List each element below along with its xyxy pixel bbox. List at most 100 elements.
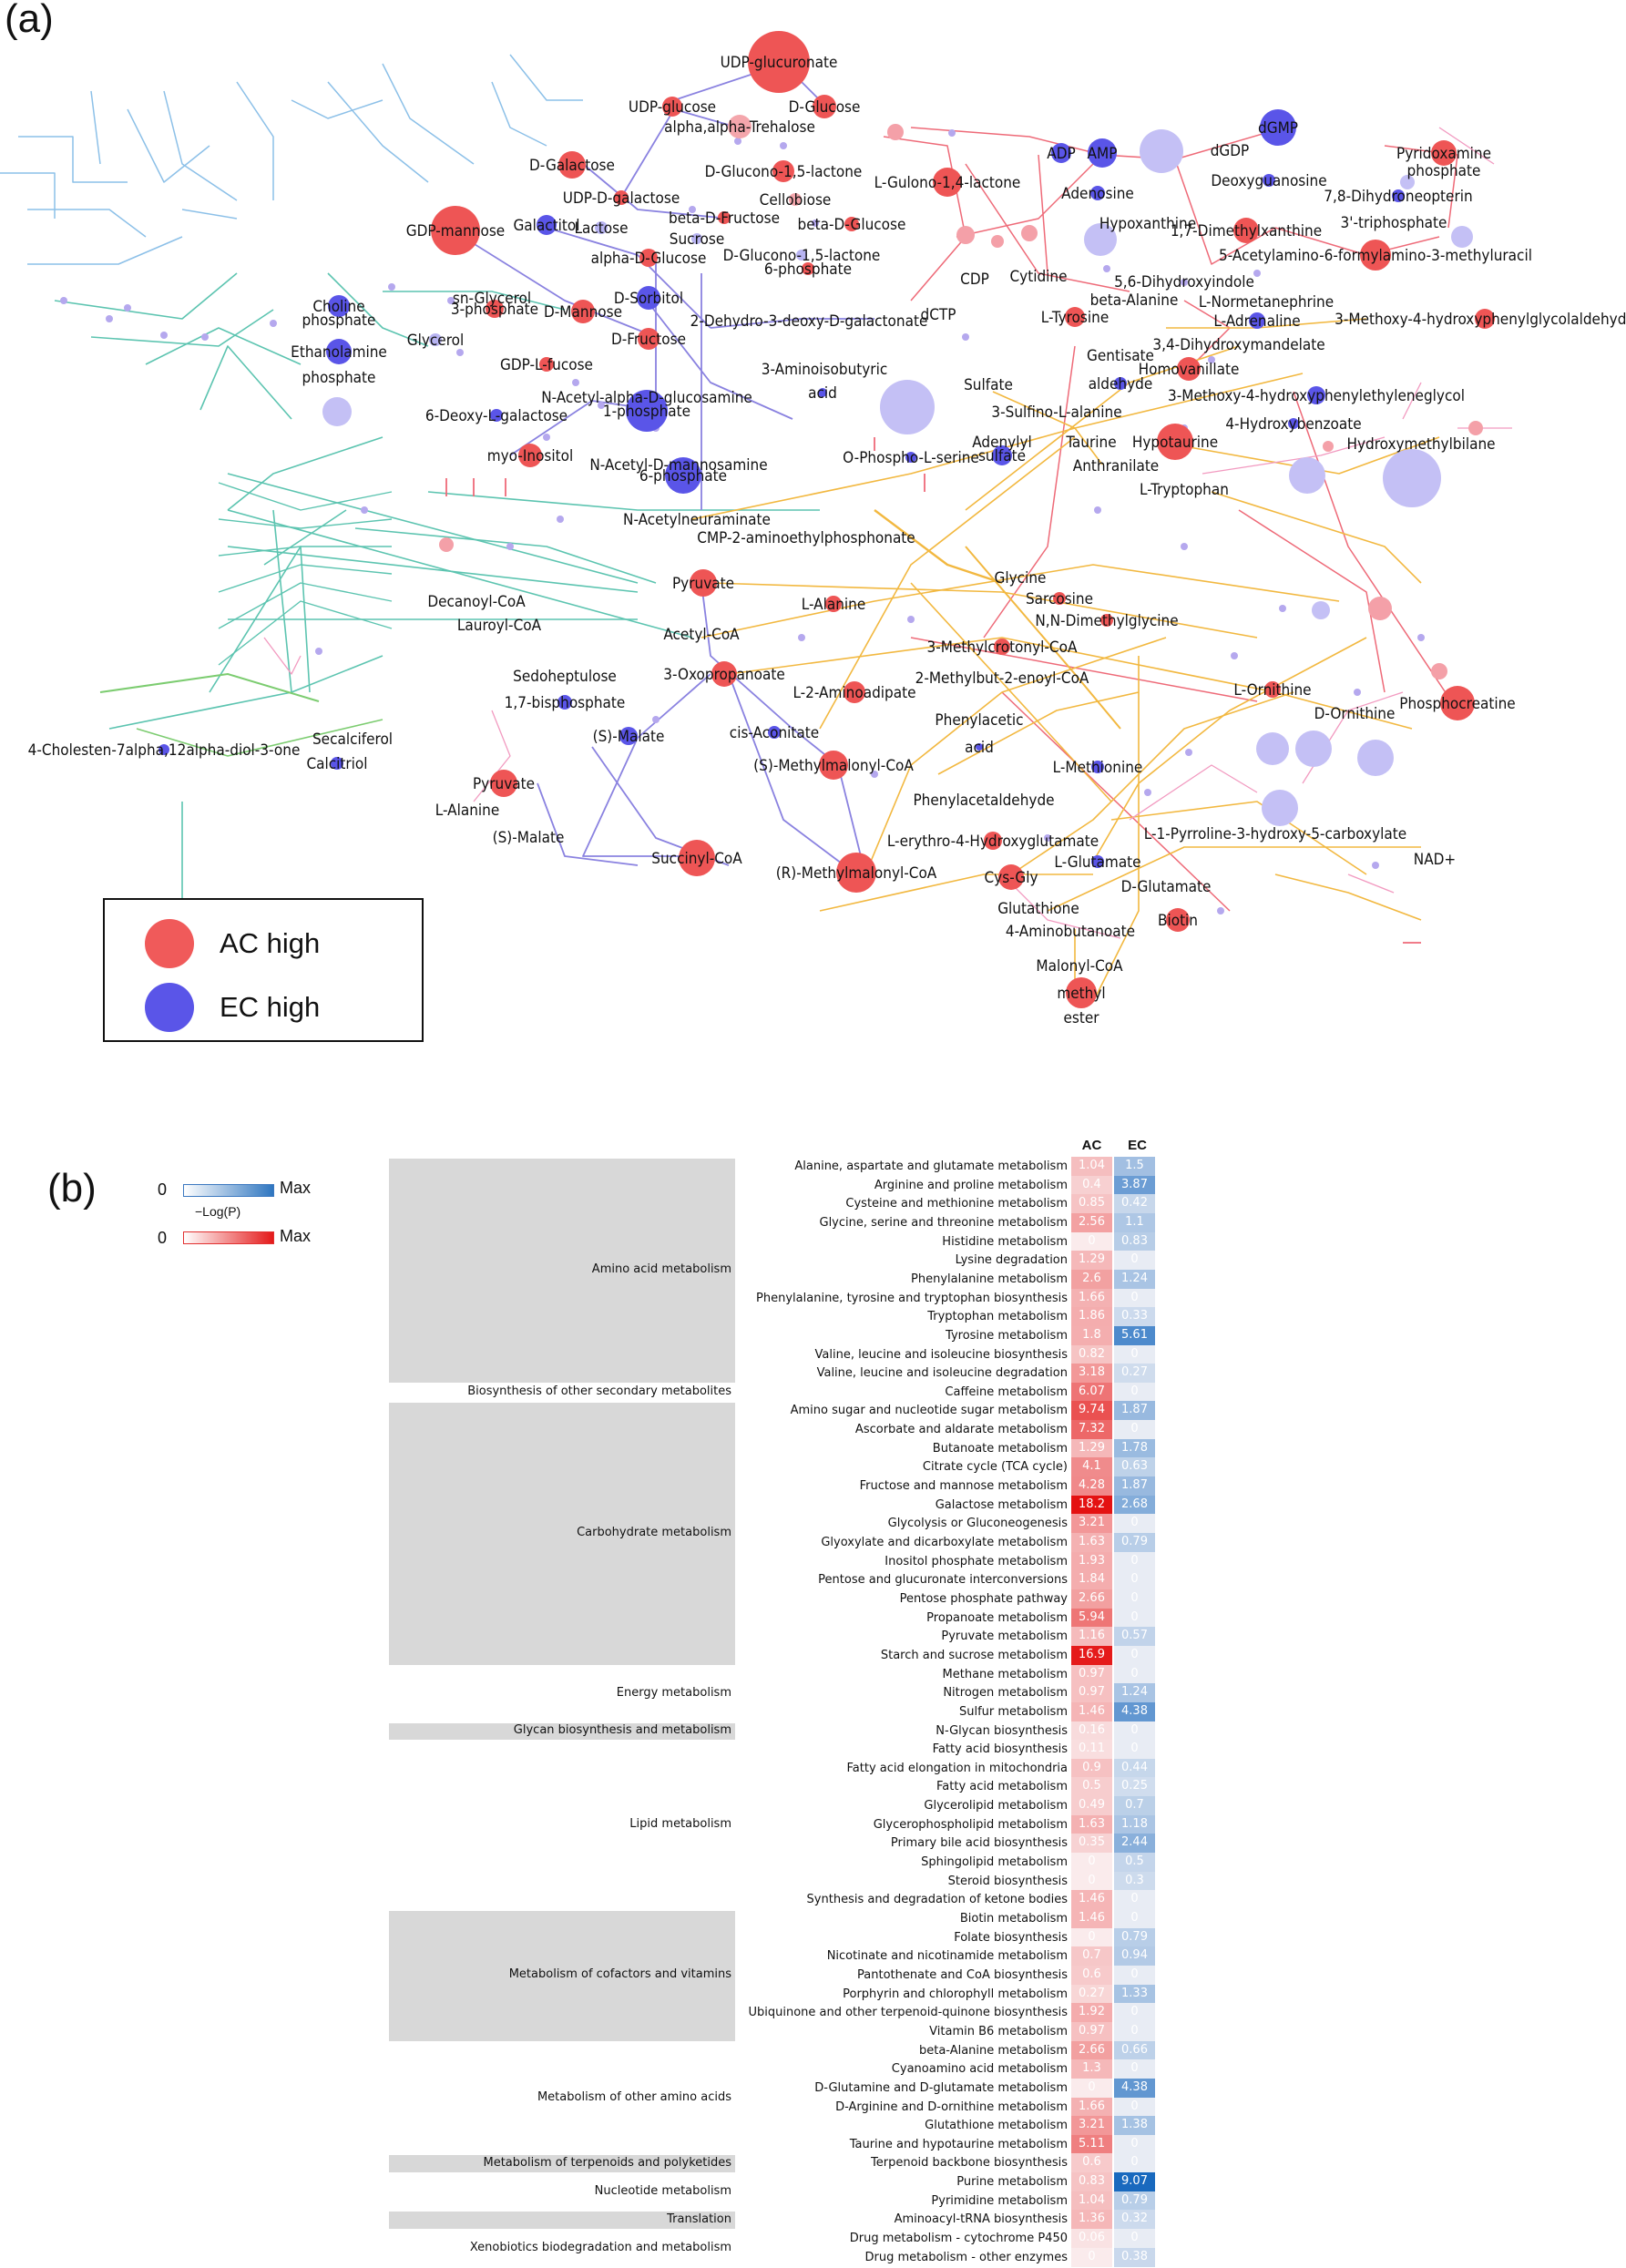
heatmap-cell-ec: 0.3 xyxy=(1114,1871,1155,1891)
pathway-label: Terpenoid backbone biosynthesis xyxy=(871,2156,1068,2171)
heatmap-cell-ac: 1.93 xyxy=(1071,1551,1112,1571)
heatmap-cell-ec: 0 xyxy=(1114,1570,1155,1590)
network-node xyxy=(844,217,859,231)
network-node-small xyxy=(60,297,67,304)
network-node-unlabeled xyxy=(1256,732,1289,765)
metabolite-label: beta-D-Fructose xyxy=(669,209,780,228)
pathway-edge xyxy=(127,108,210,183)
scale-bar-ac xyxy=(183,1231,274,1244)
metabolite-label: beta-Alanine xyxy=(1090,291,1179,310)
metabolite-label: Sarcosine xyxy=(1026,590,1093,608)
pathway-edge xyxy=(0,172,56,219)
heatmap-cell-ec: 0 xyxy=(1114,1589,1155,1609)
pathway-label: Lysine degradation xyxy=(955,1253,1068,1268)
heatmap-cell-ac: 1.66 xyxy=(1071,1288,1112,1308)
network-node xyxy=(1264,681,1281,698)
pathway-edge xyxy=(218,518,393,529)
pathway-edge xyxy=(1183,436,1440,475)
metabolite-label: Ethanolamine xyxy=(291,343,387,362)
network-node-small xyxy=(962,333,969,341)
pathway-edge xyxy=(291,99,383,119)
legend-swatch-ec xyxy=(145,983,194,1032)
heatmap-cell-ec: 0 xyxy=(1114,1551,1155,1571)
network-node xyxy=(557,695,572,710)
heatmap-cell-ec: 0 xyxy=(1114,2229,1155,2249)
metabolite-label: 4-Hydroxybenzoate xyxy=(1225,415,1361,434)
network-node-small xyxy=(447,297,455,304)
heatmap-cell-ac: 0.97 xyxy=(1071,1664,1112,1684)
pathway-edge xyxy=(792,728,866,875)
pathway-label: Porphyrin and chlorophyll metabolism xyxy=(843,1987,1068,2001)
network-node xyxy=(1091,761,1104,773)
network-node xyxy=(537,215,557,235)
pathway-edge xyxy=(710,318,874,329)
network-node-small xyxy=(388,283,395,291)
heatmap-cell-ac: 4.28 xyxy=(1071,1476,1112,1497)
network-node-unlabeled xyxy=(880,380,935,434)
heatmap-cell-ec: 0.57 xyxy=(1114,1627,1155,1647)
pathway-edge xyxy=(54,272,238,320)
metabolite-label: Hydroxymethylbilane xyxy=(1346,435,1495,454)
category-block xyxy=(389,2212,735,2230)
pathway-edge xyxy=(1110,801,1367,875)
pathway-label: Phenylalanine metabolism xyxy=(911,1272,1068,1286)
heatmap-cell-ec: 5.61 xyxy=(1114,1325,1155,1345)
pathway-edge xyxy=(227,473,639,584)
network-node-unlabeled xyxy=(887,124,904,140)
metabolite-label: 3'-triphosphate xyxy=(1341,214,1447,232)
heatmap-cell-ac: 2.66 xyxy=(1071,1589,1112,1609)
pathway-edge xyxy=(992,391,1103,465)
heatmap-cell-ac: 1.29 xyxy=(1071,1438,1112,1458)
legend-item-ac: AC high xyxy=(105,916,320,971)
network-node xyxy=(789,193,802,206)
metabolite-label: (R)-Methylmalonyl-CoA xyxy=(776,864,937,883)
metabolite-label: Sedoheptulose xyxy=(513,668,617,686)
pathway-label: Pantothenate and CoA biosynthesis xyxy=(857,1967,1068,1982)
metabolite-label: 1,7-bisphosphate xyxy=(505,694,626,712)
network-node xyxy=(1392,189,1405,202)
heatmap-cell-ec: 0.66 xyxy=(1114,2040,1155,2060)
heatmap-cell-ec: 0.79 xyxy=(1114,2191,1155,2211)
metabolite-label: Glycine xyxy=(995,569,1047,587)
network-node-small xyxy=(812,220,819,227)
network-node xyxy=(1360,240,1391,271)
network-node-small xyxy=(270,320,277,327)
legend: AC high EC high xyxy=(103,898,424,1042)
metabolite-label: Glutathione xyxy=(997,900,1079,918)
network-node-unlabeled xyxy=(322,397,352,426)
network-node xyxy=(1157,424,1193,460)
metabolite-label: N-Acetyl-alpha-D-glucosamine xyxy=(541,389,752,407)
network-node-small xyxy=(1279,605,1286,612)
network-node-unlabeled xyxy=(1357,740,1394,776)
metabolite-label: (S)-Malate xyxy=(593,728,665,746)
pathway-label: Cyanoamino acid metabolism xyxy=(891,2062,1068,2077)
pathway-label: Drug metabolism - other enzymes xyxy=(864,2250,1068,2264)
metabolite-label: Taurine xyxy=(1065,434,1116,452)
network-node xyxy=(994,639,1010,655)
heatmap-cell-ac: 2.56 xyxy=(1071,1212,1112,1233)
metabolite-label: phosphate xyxy=(302,369,376,387)
pathway-label: Fatty acid biosynthesis xyxy=(932,1742,1068,1757)
metabolite-label: N-Acetyl-D-mannosamine xyxy=(589,456,767,475)
metabolite-label: 6-phosphate xyxy=(764,261,852,279)
category-label: Nucleotide metabolism xyxy=(594,2183,731,2198)
network-node-small xyxy=(506,543,514,550)
metabolite-label: UDP-glucuronate xyxy=(721,54,838,72)
network-node xyxy=(748,31,810,93)
network-node xyxy=(976,743,983,751)
heatmap-cell-ac: 0.97 xyxy=(1071,1683,1112,1703)
pathway-edge xyxy=(427,491,820,511)
network-node xyxy=(1066,977,1097,1008)
metabolite-label: sn-Glycerol xyxy=(453,290,531,308)
network-node xyxy=(728,115,752,138)
pathway-edge xyxy=(327,81,429,183)
pathway-edge xyxy=(227,436,383,511)
metabolite-label: 3-Methylcrotonyl-CoA xyxy=(927,639,1078,657)
pathway-label: Alanine, aspartate and glutamate metabol… xyxy=(794,1160,1068,1173)
metabolite-label: Decanoyl-CoA xyxy=(427,593,526,611)
pathway-label: Arginine and proline metabolism xyxy=(874,1178,1068,1192)
network-node xyxy=(626,390,668,432)
metabolite-label: 3-Methoxy-4-hydroxyphenylethyleneglycol xyxy=(1168,387,1465,405)
network-node-small xyxy=(1217,907,1224,914)
